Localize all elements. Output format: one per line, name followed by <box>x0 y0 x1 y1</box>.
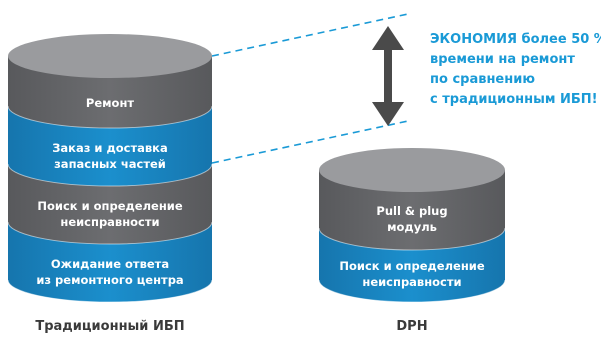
traditional-segment-3: Поиск и определение неисправности <box>7 164 213 245</box>
traditional-segment-2-label-line-1: Заказ и доставка <box>52 141 168 155</box>
dph-segment-2-label-line-2: неисправности <box>362 275 461 289</box>
dph-stack: Поиск и определение неисправности Pull & p… <box>318 148 506 303</box>
traditional-segment-4: Ожидание ответа из ремонтного центра <box>7 222 213 303</box>
dph-segment-1-label-line-2: модуль <box>387 220 437 234</box>
dph-segment-2-label-line-1: Поиск и определение <box>339 259 484 273</box>
dph-segment-1: Pull & plug модуль <box>318 148 506 251</box>
savings-callout: ЭКОНОМИЯ более 50 % времени на ремонт по… <box>430 32 601 107</box>
traditional-segment-1: Ремонт <box>7 34 213 129</box>
traditional-segment-3-label-line-2: неисправности <box>60 215 159 229</box>
savings-callout-line-3: по сравнению <box>430 72 535 87</box>
guide-line-top <box>211 13 409 57</box>
traditional-segment-4-label-line-1: Ожидание ответа <box>51 257 169 271</box>
dph-segment-1-label-line-1: Pull & plug <box>376 204 447 218</box>
traditional-segment-1-label-line-1: Ремонт <box>86 96 134 110</box>
guide-line-bottom <box>211 120 409 164</box>
savings-callout-line-4: с традиционным ИБП! <box>430 92 598 107</box>
traditional-segment-2: Заказ и доставка запасных частей <box>7 106 213 187</box>
traditional-segment-4-label-line-2: из ремонтного центра <box>36 273 183 287</box>
traditional-segment-2-label-line-2: запасных частей <box>54 157 166 171</box>
savings-callout-line-2: времени на ремонт <box>430 52 575 67</box>
traditional-ups-caption: Традиционный ИБП <box>35 319 184 334</box>
double-headed-arrow-icon <box>372 26 404 126</box>
dph-caption: DPH <box>396 319 427 334</box>
traditional-ups-stack: Ожидание ответа из ремонтного центра Поиск… <box>7 34 213 303</box>
savings-callout-line-1: ЭКОНОМИЯ более 50 % <box>430 32 601 47</box>
traditional-segment-3-label-line-1: Поиск и определение <box>37 199 182 213</box>
